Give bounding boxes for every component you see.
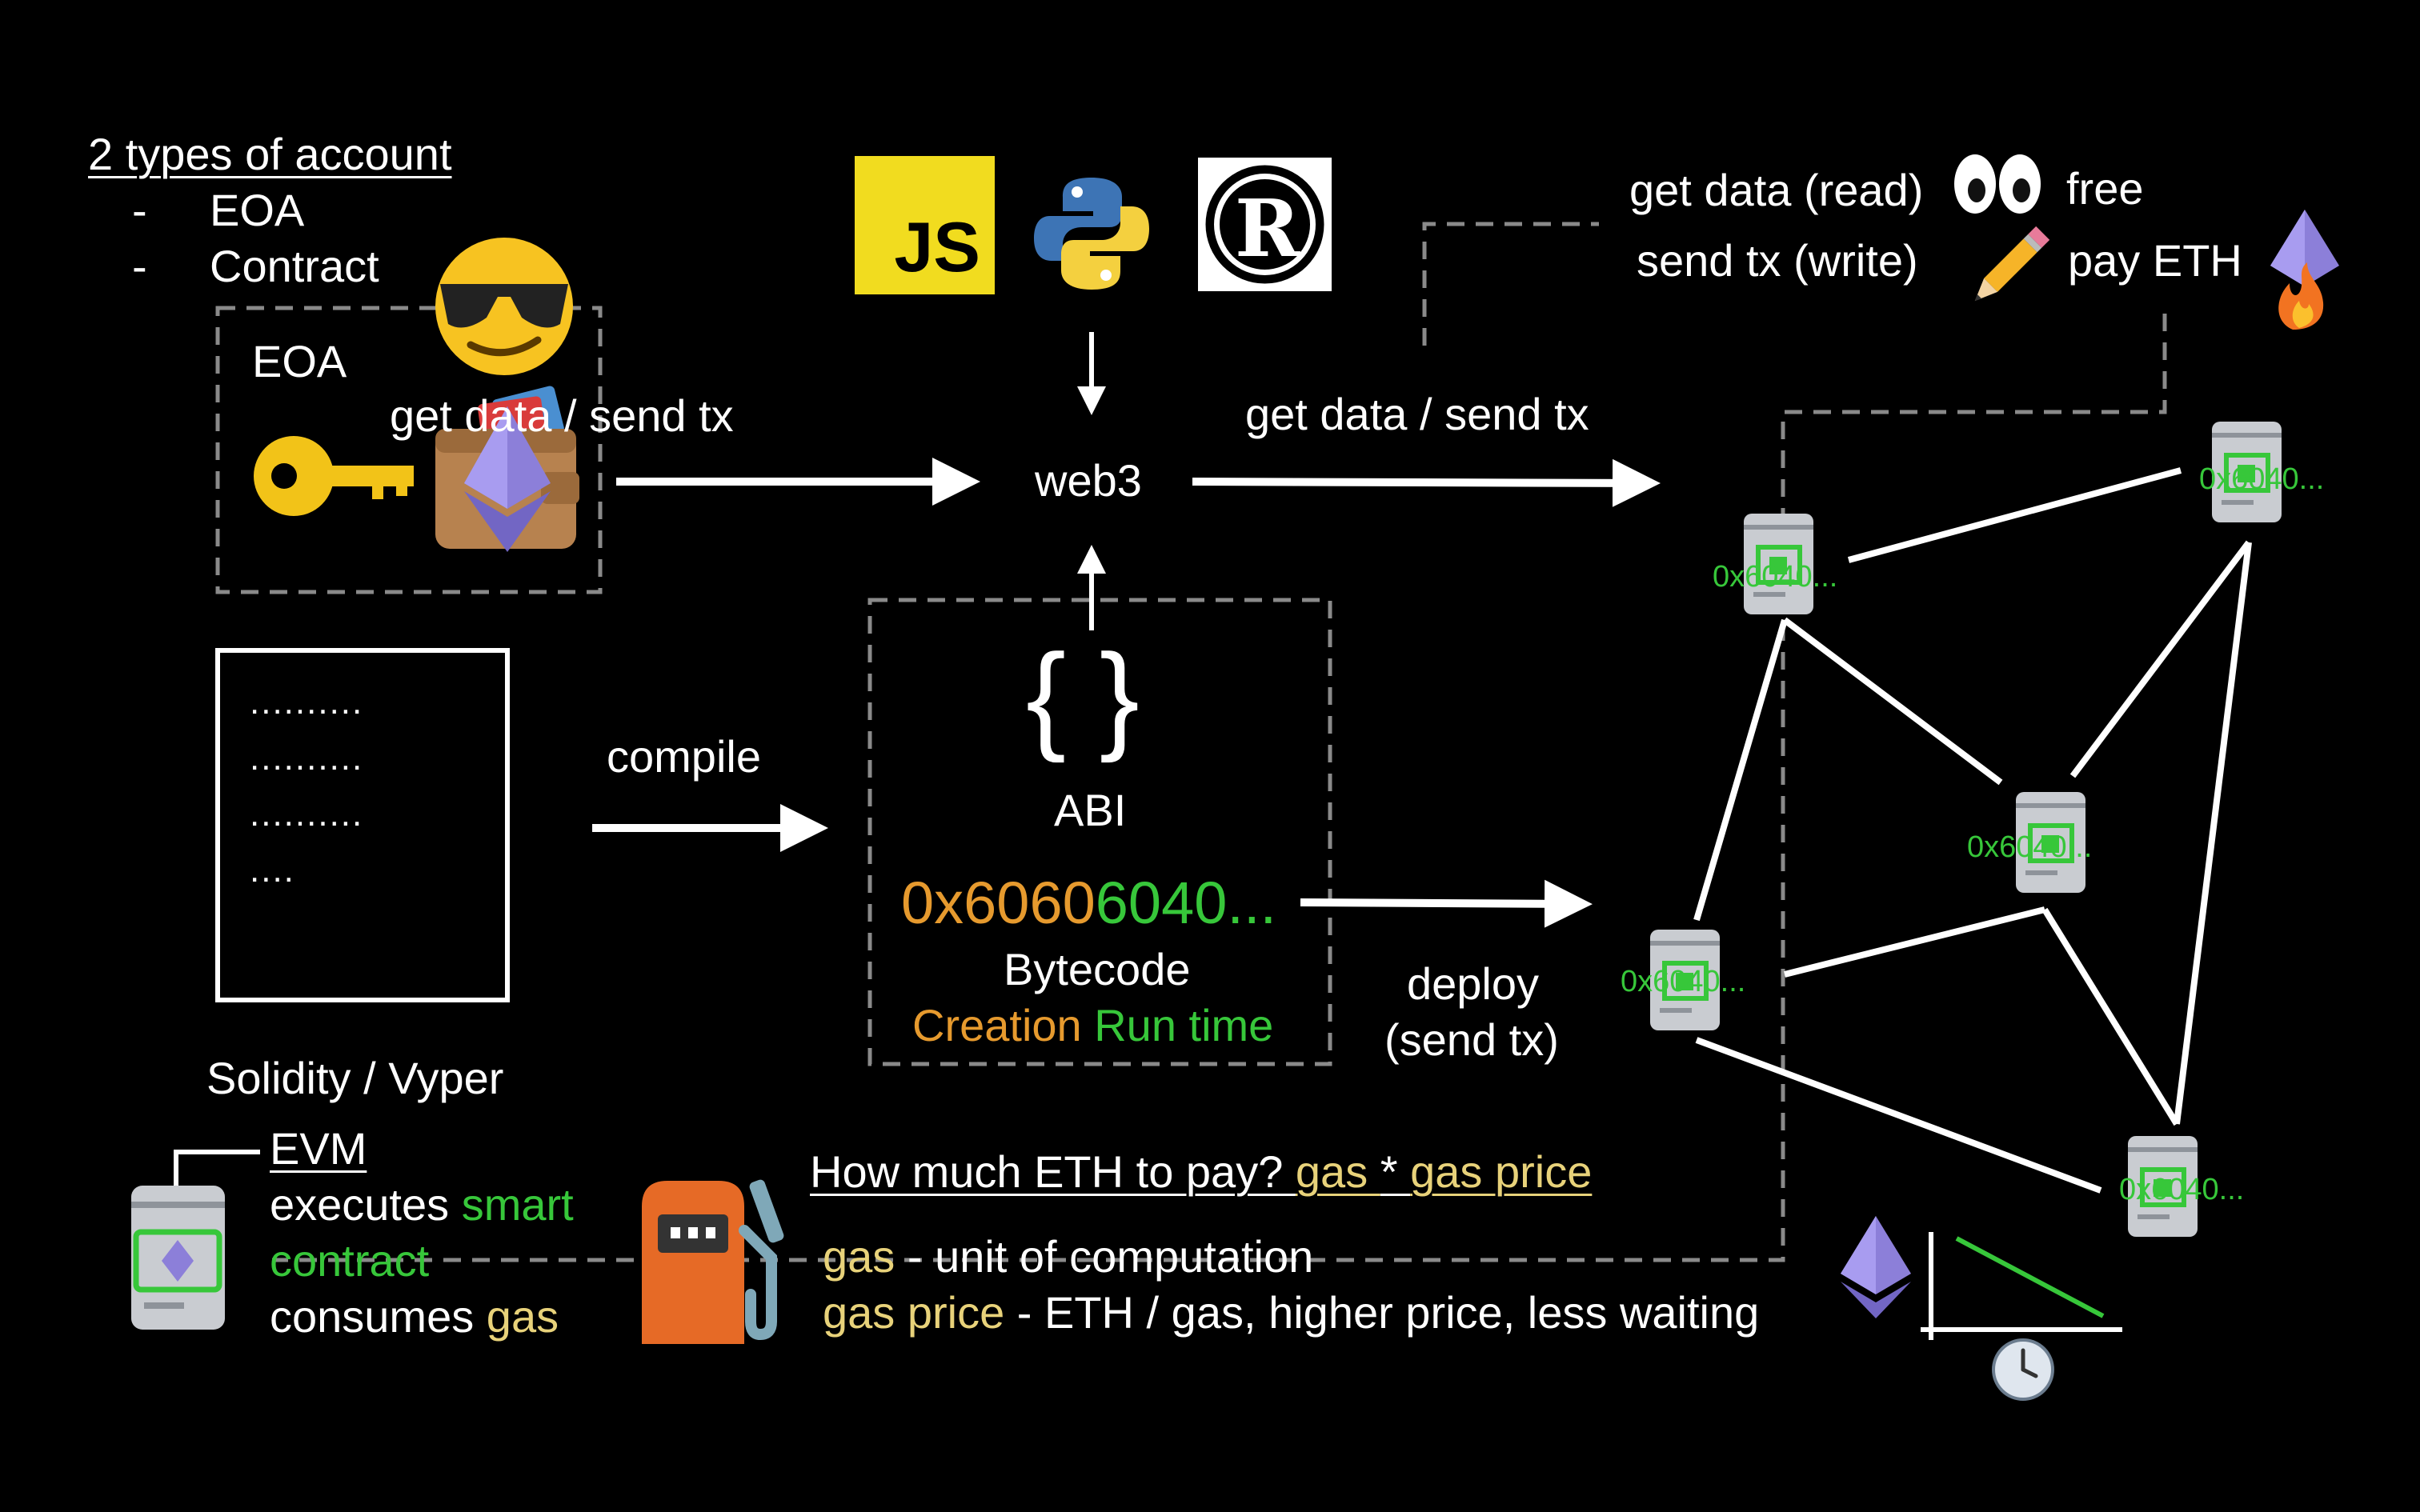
read-write-connector	[1422, 222, 1599, 346]
source-line: ..........	[250, 738, 364, 778]
deploy-arrow	[1300, 879, 1593, 928]
write-label: send tx (write)	[1637, 235, 1918, 286]
source-language-caption: Solidity / Vyper	[206, 1053, 504, 1103]
key-icon	[254, 436, 414, 516]
deploy-label: deploy	[1407, 958, 1540, 1009]
write-cost-label: pay ETH	[2068, 235, 2242, 286]
bullet: -	[132, 185, 147, 235]
ethereum-icon	[1841, 1216, 1911, 1318]
creation-label: Creation	[912, 1000, 1082, 1050]
gas-definition: gas - unit of computation	[823, 1231, 1314, 1282]
abi-label: ABI	[1054, 785, 1127, 835]
evm-title: EVM	[270, 1123, 367, 1174]
bytecode-label: Bytecode	[1004, 944, 1191, 994]
read-label: get data (read)	[1629, 165, 1924, 215]
bytecode-value: 0x60606040...	[901, 870, 1277, 936]
server-icon	[2209, 420, 2285, 524]
gas-pump-icon	[642, 1179, 784, 1344]
server-icon	[128, 1184, 228, 1332]
deploy-sublabel: (send tx)	[1384, 1014, 1559, 1065]
ethereum-icon	[464, 406, 551, 552]
eth-fire-icon	[2270, 210, 2339, 330]
eoa-box-label: EOA	[252, 336, 347, 386]
network-connector	[272, 314, 2167, 1262]
source-line: ....	[250, 850, 295, 890]
compile-label: compile	[607, 731, 761, 782]
gas-price-chart	[1921, 1232, 2122, 1340]
server-icon	[1741, 512, 1817, 616]
account-type-eoa: EOA	[210, 185, 305, 235]
node-address: 0x6040...	[1713, 560, 1838, 594]
node-address: 0x6040...	[2119, 1173, 2245, 1206]
eyes-icon	[1954, 154, 2041, 214]
evm-line-2: contract	[270, 1235, 430, 1286]
rust-logo-icon: R	[1198, 158, 1332, 291]
source-line: ..........	[250, 794, 364, 834]
server-icon	[2013, 790, 2089, 894]
source-box	[215, 648, 510, 1002]
wallet-icon	[435, 386, 579, 552]
json-braces-icon: { }	[1026, 629, 1140, 763]
clock-icon	[1992, 1338, 2054, 1401]
account-types-heading: 2 types of account	[88, 129, 452, 179]
eoa-to-web3-label: get data / send tx	[390, 390, 734, 441]
web3-to-network-arrow	[1192, 458, 1661, 507]
gas-price-definition: gas price - ETH / gas, higher price, les…	[823, 1287, 1760, 1338]
runtime-label: Run time	[1094, 1000, 1274, 1050]
read-cost-label: free	[2066, 163, 2144, 214]
node-address: 0x6040...	[2199, 462, 2325, 496]
evm-line-3: consumes gas	[270, 1291, 559, 1342]
web3-label: web3	[1035, 455, 1142, 506]
network-edges	[1693, 467, 2252, 1194]
sunglasses-emoji-icon	[435, 238, 573, 375]
source-line: ..........	[250, 682, 364, 722]
web3-to-network-label: get data / send tx	[1245, 389, 1589, 439]
account-type-contract: Contract	[210, 241, 379, 291]
artifact-box	[867, 598, 1332, 1066]
pencil-icon	[1974, 226, 2050, 302]
bytecode-sections: Creation Run time	[912, 1003, 1273, 1048]
server-icon	[2125, 1134, 2201, 1238]
evm-line-1: executes smart	[270, 1179, 574, 1230]
javascript-logo-icon: JS	[855, 156, 995, 294]
server-icon	[1647, 928, 1723, 1032]
eoa-box	[215, 306, 603, 594]
python-logo-icon	[1034, 178, 1149, 290]
node-address: 0x6040...	[1621, 965, 1746, 998]
bullet: -	[132, 241, 147, 291]
node-address: 0x6040...	[1967, 830, 2093, 864]
gas-question: How much ETH to pay? gas * gas price	[810, 1146, 1593, 1197]
